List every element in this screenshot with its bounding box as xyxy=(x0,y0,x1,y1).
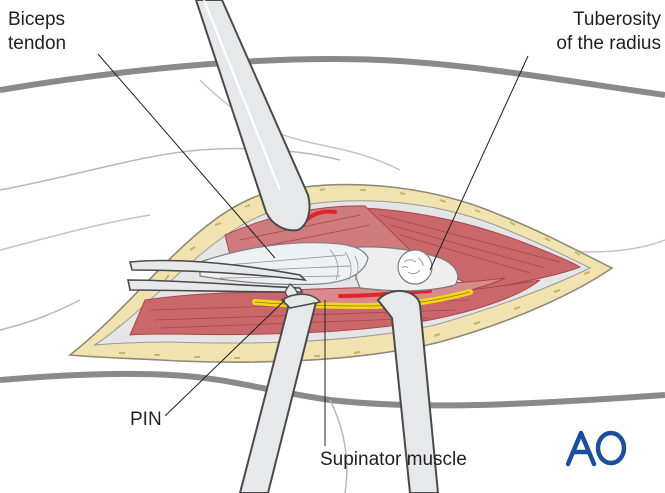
forearm-fold-line-2 xyxy=(199,79,401,171)
supinator-label: Supinator muscle xyxy=(320,449,467,470)
leader-biceps-tendon xyxy=(97,53,276,259)
leader-tuberosity xyxy=(429,55,529,271)
forceps-lower-blade xyxy=(127,279,304,293)
brachioradialis-muscle xyxy=(358,207,582,291)
forearm-contour-right xyxy=(329,399,348,493)
leader-pin xyxy=(164,299,286,417)
lower-right-retractor xyxy=(376,290,440,493)
ao-logo-letter-a xyxy=(566,430,597,467)
radial-tuberosity xyxy=(397,249,433,285)
forearm-outline-upper xyxy=(0,56,665,98)
upper-retractor-highlight xyxy=(203,0,281,191)
ao-logo-letter-o xyxy=(595,430,627,466)
forceps-upper-blade xyxy=(128,259,308,282)
ao-logo xyxy=(566,430,627,467)
tuberosity-label: Tuberosity of the radius xyxy=(556,8,661,56)
forearm-fold-line xyxy=(0,147,341,191)
biceps-tendon-label: Biceps tendon xyxy=(8,8,66,56)
forearm-outline-lower xyxy=(0,370,665,409)
pin-label: PIN xyxy=(130,409,162,430)
forearm-crease-left xyxy=(0,299,81,331)
biceps-tendon-label-line1: Biceps xyxy=(8,9,66,30)
upper-retractor xyxy=(194,0,311,232)
tuberosity-label-line1: Tuberosity xyxy=(573,9,661,30)
tuberosity-label-line2: of the radius xyxy=(556,33,661,54)
tuberosity-texture xyxy=(401,257,424,275)
biceps-tendon-label-line2: tendon xyxy=(8,33,67,54)
forearm-fold-line-3 xyxy=(0,214,151,251)
lower-left-retractor-tip xyxy=(280,293,322,309)
